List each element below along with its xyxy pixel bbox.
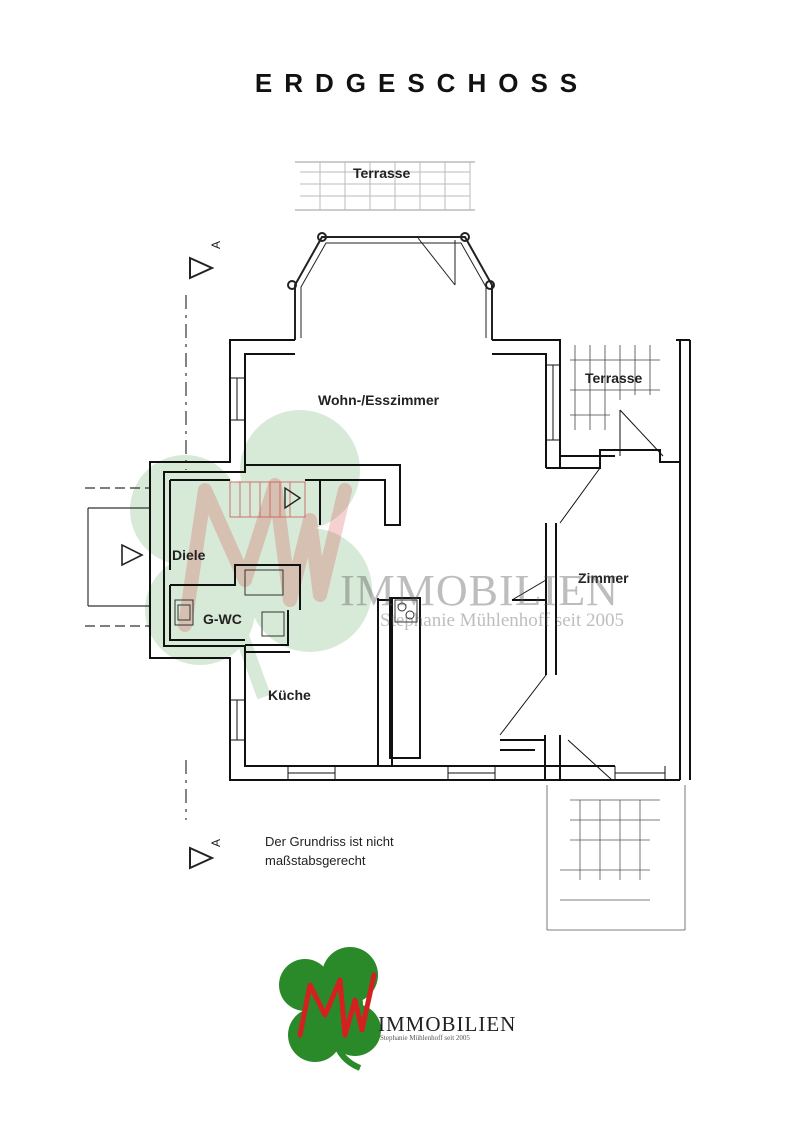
section-arrow-top-icon — [189, 256, 215, 280]
room-label-terrasse-right: Terrasse — [585, 370, 643, 386]
scale-note: Der Grundriss ist nicht maßstabsgerecht — [265, 832, 394, 870]
room-label-wohn-esszimmer: Wohn-/Esszimmer — [318, 392, 440, 408]
windows — [230, 364, 666, 780]
door-swings — [499, 409, 664, 781]
scale-note-line2: maßstabsgerecht — [265, 853, 366, 868]
watermark-tagline: Stephanie Mühlenhoff seit 2005 — [380, 610, 624, 631]
exterior-walls — [149, 339, 691, 781]
interior-walls — [169, 464, 557, 766]
entrance-area — [85, 487, 150, 627]
room-label-terrasse-top: Terrasse — [353, 165, 411, 181]
terrace-top-hatch — [295, 161, 475, 211]
section-marker-top: A — [209, 240, 224, 250]
stair-arrow-icon — [284, 486, 302, 510]
kitchen-stove — [394, 599, 418, 623]
staircase — [229, 481, 306, 518]
terrace-bottom-right — [546, 785, 686, 931]
page-title: ERDGESCHOSS — [254, 68, 590, 98]
logo-mw-letters — [297, 972, 377, 1038]
room-label-diele: Diele — [172, 547, 206, 563]
scale-note-line1: Der Grundriss ist nicht — [265, 834, 394, 849]
section-arrow-bottom-icon — [189, 846, 215, 870]
logo-tagline: Stephanie Mühlenhoff seit 2005 — [380, 1034, 470, 1042]
bay-window — [287, 232, 495, 340]
wc-fixtures — [174, 569, 285, 637]
watermark-brand: IMMOBILIEN — [340, 566, 619, 615]
logo-brand: IMMOBILIEN — [378, 1012, 517, 1036]
room-label-g-wc: G-WC — [203, 611, 242, 627]
room-label-zimmer: Zimmer — [578, 570, 629, 586]
terrace-right-hatch — [570, 345, 660, 430]
room-label-kueche: Küche — [268, 687, 311, 703]
section-marker-bottom: A — [209, 838, 224, 848]
entrance-arrow-icon — [121, 543, 144, 567]
